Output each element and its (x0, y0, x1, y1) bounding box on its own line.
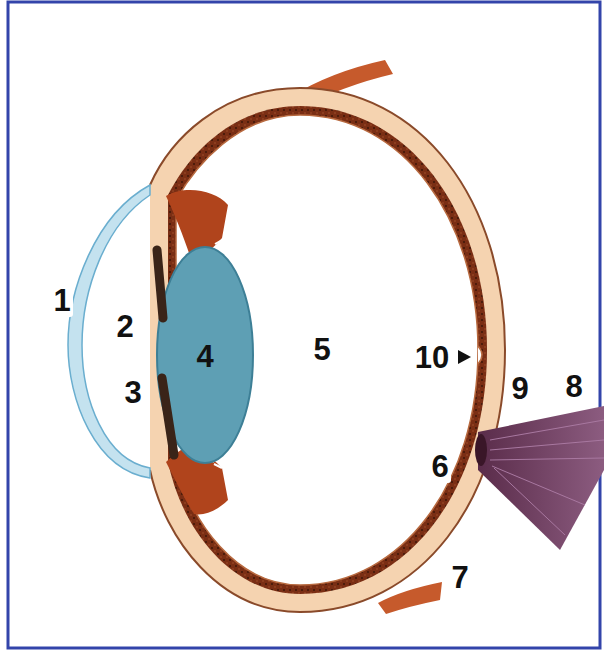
callout-number: 7 (449, 561, 470, 594)
callout-number: 8 (563, 370, 584, 403)
callout-number: 10 (413, 341, 451, 374)
nerve-fibres (490, 420, 604, 535)
frame (8, 2, 600, 648)
sclera-outline (150, 88, 505, 612)
callout-number: 9 (509, 372, 530, 405)
callout-number: 2 (114, 310, 135, 343)
fovea (478, 346, 482, 364)
iris (157, 250, 163, 318)
sclera (150, 88, 505, 612)
callout-number: 6 (429, 450, 450, 483)
iris (162, 378, 174, 455)
optic-nerve (478, 406, 604, 550)
callout-number: 1 (51, 284, 72, 317)
callout-number: 3 (122, 376, 143, 409)
optic-disc (475, 434, 487, 466)
callout-number: 4 (194, 340, 215, 373)
lens (157, 247, 253, 463)
cornea (68, 185, 150, 478)
callout-number: 5 (311, 333, 332, 366)
pointer-arrow (458, 350, 471, 364)
